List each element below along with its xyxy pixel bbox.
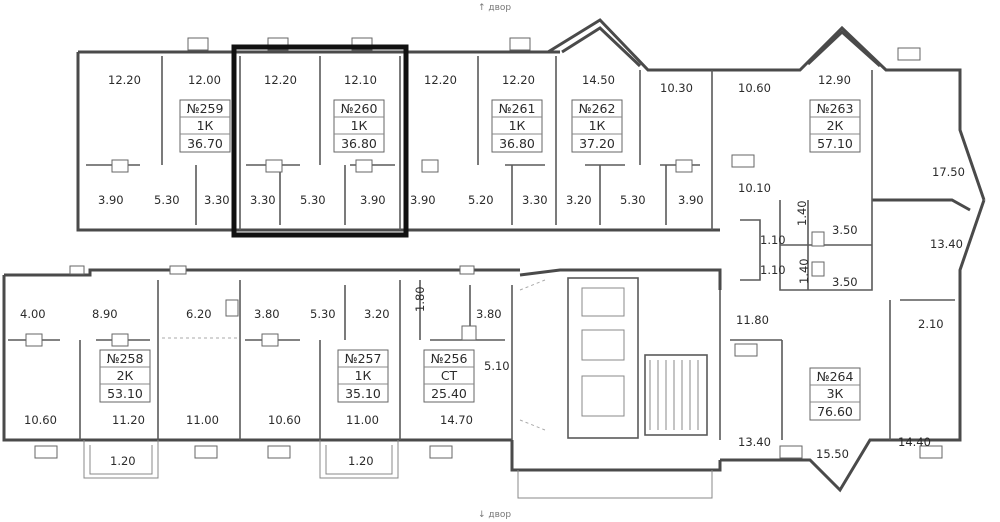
room-areas: 12.20 12.00 12.20 12.10 12.20 12.20 14.5… [20,73,965,468]
room-area: 12.20 [108,73,141,87]
room-area: 14.70 [440,413,473,427]
room-area: 1.20 [348,454,374,468]
apartment-area: 25.40 [431,386,467,401]
apartment-number: №264 [817,369,854,384]
room-area: 3.90 [678,193,704,207]
apartment-area: 53.10 [107,386,143,401]
shafts [25,154,825,357]
apartment-card-262[interactable]: №262 1К 37.20 [571,99,623,153]
room-area: 1.40 [795,200,809,226]
room-area: 14.50 [582,73,615,87]
room-area: 3.90 [360,193,386,207]
room-area: 12.20 [424,73,457,87]
apartment-area: 35.10 [345,386,381,401]
room-area: 3.20 [364,307,390,321]
apartment-type: 3К [827,386,844,401]
room-area: 3.90 [410,193,436,207]
room-area: 11.80 [736,313,769,327]
apartment-card-261[interactable]: №261 1К 36.80 [491,99,543,153]
apartment-number: №263 [817,101,854,116]
apartment-number: №259 [187,101,224,116]
room-area: 2.10 [918,317,944,331]
room-area: 10.30 [660,81,693,95]
room-area: 11.20 [112,413,145,427]
room-area: 3.30 [250,193,276,207]
apartment-number: №262 [579,101,616,116]
room-area: 10.60 [268,413,301,427]
room-area: 5.30 [154,193,180,207]
apartment-card-259[interactable]: №259 1К 36.70 [179,99,231,153]
apartment-card-256[interactable]: №256 СТ 25.40 [423,349,475,403]
apartment-area: 36.80 [499,136,535,151]
room-area: 3.50 [832,275,858,289]
room-area: 3.30 [522,193,548,207]
room-area: 5.20 [468,193,494,207]
room-area: 13.40 [738,435,771,449]
apartment-area: 57.10 [817,136,853,151]
apartment-card-260[interactable]: №260 1К 36.80 [333,99,385,153]
room-area: 5.30 [620,193,646,207]
room-area: 8.90 [92,307,118,321]
room-area: 14.40 [898,435,931,449]
apartment-type: 1К [589,118,606,133]
apartment-area: 36.80 [341,136,377,151]
room-area: 3.80 [254,307,280,321]
room-area: 11.00 [346,413,379,427]
room-area: 15.50 [816,447,849,461]
direction-bottom-label: ↓ двор [478,510,511,520]
apartment-area: 76.60 [817,404,853,419]
room-area: 3.90 [98,193,124,207]
room-area: 4.00 [20,307,46,321]
apartment-area: 36.70 [187,136,223,151]
direction-top-label: ↑ двор [478,3,511,13]
apartment-number: №258 [107,351,144,366]
apartment-number: №256 [431,351,468,366]
apartment-card-257[interactable]: №257 1К 35.10 [337,349,389,403]
apartment-card-258[interactable]: №258 2К 53.10 [99,349,151,403]
apartment-number: №260 [341,101,378,116]
selected-apartment-outline [231,44,409,238]
room-area: 12.20 [264,73,297,87]
apartment-cards: №259 1К 36.70 №260 1К 36.80 №261 1К 36.8… [99,99,861,421]
room-area: 1.80 [413,286,427,312]
room-area: 11.00 [186,413,219,427]
room-area: 1.40 [797,258,811,284]
apartment-card-264[interactable]: №264 3К 76.60 [809,367,861,421]
apartment-type: СТ [441,368,458,383]
apartment-card-263[interactable]: №263 2К 57.10 [809,99,861,153]
room-area: 12.10 [344,73,377,87]
room-area: 3.80 [476,307,502,321]
room-area: 12.00 [188,73,221,87]
apartment-type: 1К [351,118,368,133]
room-area: 12.20 [502,73,535,87]
room-area: 10.10 [738,181,771,195]
apartment-number: №257 [345,351,382,366]
walls [2,18,986,499]
room-area: 5.30 [300,193,326,207]
room-area: 5.30 [310,307,336,321]
room-area: 12.90 [818,73,851,87]
apartment-area: 37.20 [579,136,615,151]
room-area: 13.40 [930,237,963,251]
room-area: 3.20 [566,193,592,207]
apartment-type: 2К [827,118,844,133]
windows [34,37,943,459]
room-area: 1.20 [110,454,136,468]
room-area: 6.20 [186,307,212,321]
apartment-type: 1К [509,118,526,133]
room-area: 10.60 [24,413,57,427]
room-area: 1.10 [760,263,786,277]
room-area: 3.30 [204,193,230,207]
apartment-type: 1К [197,118,214,133]
room-area: 10.60 [738,81,771,95]
apartment-type: 2К [117,368,134,383]
apartment-type: 1К [355,368,372,383]
room-area: 1.10 [760,233,786,247]
apartment-number: №261 [499,101,536,116]
room-area: 5.10 [484,359,510,373]
room-area: 3.50 [832,223,858,237]
room-area: 17.50 [932,165,965,179]
